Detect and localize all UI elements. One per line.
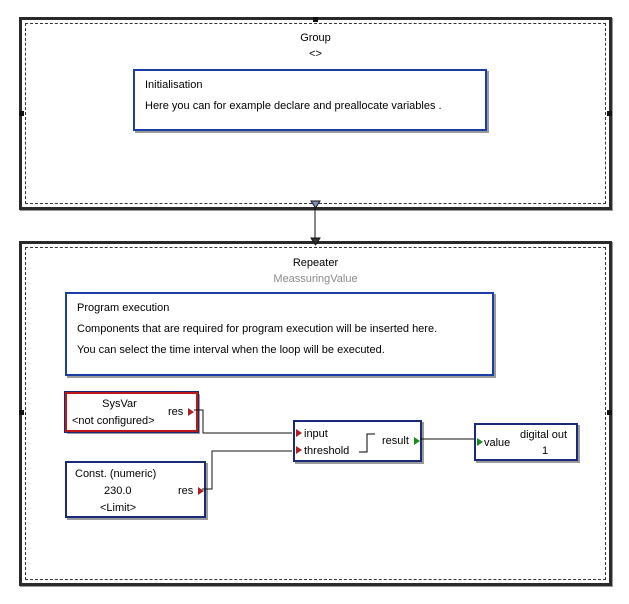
repeater-inner-border: [25, 247, 606, 580]
comparator-input-port[interactable]: [296, 429, 302, 437]
comparator-result-label: result: [382, 435, 409, 447]
sysvar-status: <not configured>: [72, 415, 155, 427]
program-execution-comment-text-2: You can select the time interval when th…: [77, 344, 385, 356]
group-title: Group: [300, 32, 331, 44]
comparator-threshold-label: threshold: [304, 445, 350, 457]
repeater-subtitle: MeassuringValue: [273, 273, 358, 285]
wire-sysvar-to-input: [194, 409, 292, 434]
step-function-icon: [359, 433, 375, 453]
constant-res-port[interactable]: [198, 487, 204, 495]
sysvar-res-port[interactable]: [188, 408, 194, 416]
digital-out-channel: 1: [542, 445, 549, 457]
program-execution-comment-text-1: Components that are required for program…: [77, 323, 438, 335]
program-execution-comment-title: Program execution: [77, 302, 170, 314]
sysvar-res-port-label: res: [168, 406, 184, 418]
comparator-result-port[interactable]: [414, 437, 420, 445]
sysvar-name: SysVar: [102, 398, 137, 410]
initialisation-comment-title: Initialisation: [145, 79, 203, 91]
constant-name: Const. (numeric): [75, 468, 157, 480]
repeater-title: Repeater: [292, 257, 339, 269]
digital-out-value-label: value: [484, 437, 511, 449]
initialisation-comment-text: Here you can for example declare and pre…: [145, 100, 442, 112]
program-execution-comment[interactable]: Program execution Components that are re…: [65, 292, 494, 376]
group-handle-top[interactable]: [313, 17, 318, 22]
group-handle-right[interactable]: [607, 111, 612, 116]
group-handle-left[interactable]: [19, 111, 24, 116]
digital-out-value-port[interactable]: [477, 438, 483, 446]
comparator-input-label: input: [304, 428, 328, 440]
constant-value: 230.0: [104, 485, 132, 497]
constant-label: <Limit>: [100, 502, 137, 514]
digital-out-block[interactable]: value digital out 1: [474, 423, 578, 461]
repeater-handle-right[interactable]: [607, 410, 612, 415]
constant-res-port-label: res: [178, 485, 194, 497]
comparator-block[interactable]: input threshold result: [293, 420, 422, 462]
comparator-threshold-port[interactable]: [296, 446, 302, 454]
constant-block[interactable]: Const. (numeric) 230.0 <Limit> res: [65, 461, 206, 518]
group-link-arrow-top: [310, 200, 321, 209]
wire-constant-to-threshold: [202, 450, 292, 490]
sysvar-block[interactable]: SysVar <not configured> res: [64, 391, 199, 433]
initialisation-comment[interactable]: Initialisation Here you can for example …: [133, 69, 487, 131]
repeater-handle-left[interactable]: [19, 410, 24, 415]
group-link-arrow-bottom: [310, 237, 321, 246]
digital-out-name: digital out: [520, 429, 568, 441]
group-subtitle: <>: [309, 48, 322, 60]
